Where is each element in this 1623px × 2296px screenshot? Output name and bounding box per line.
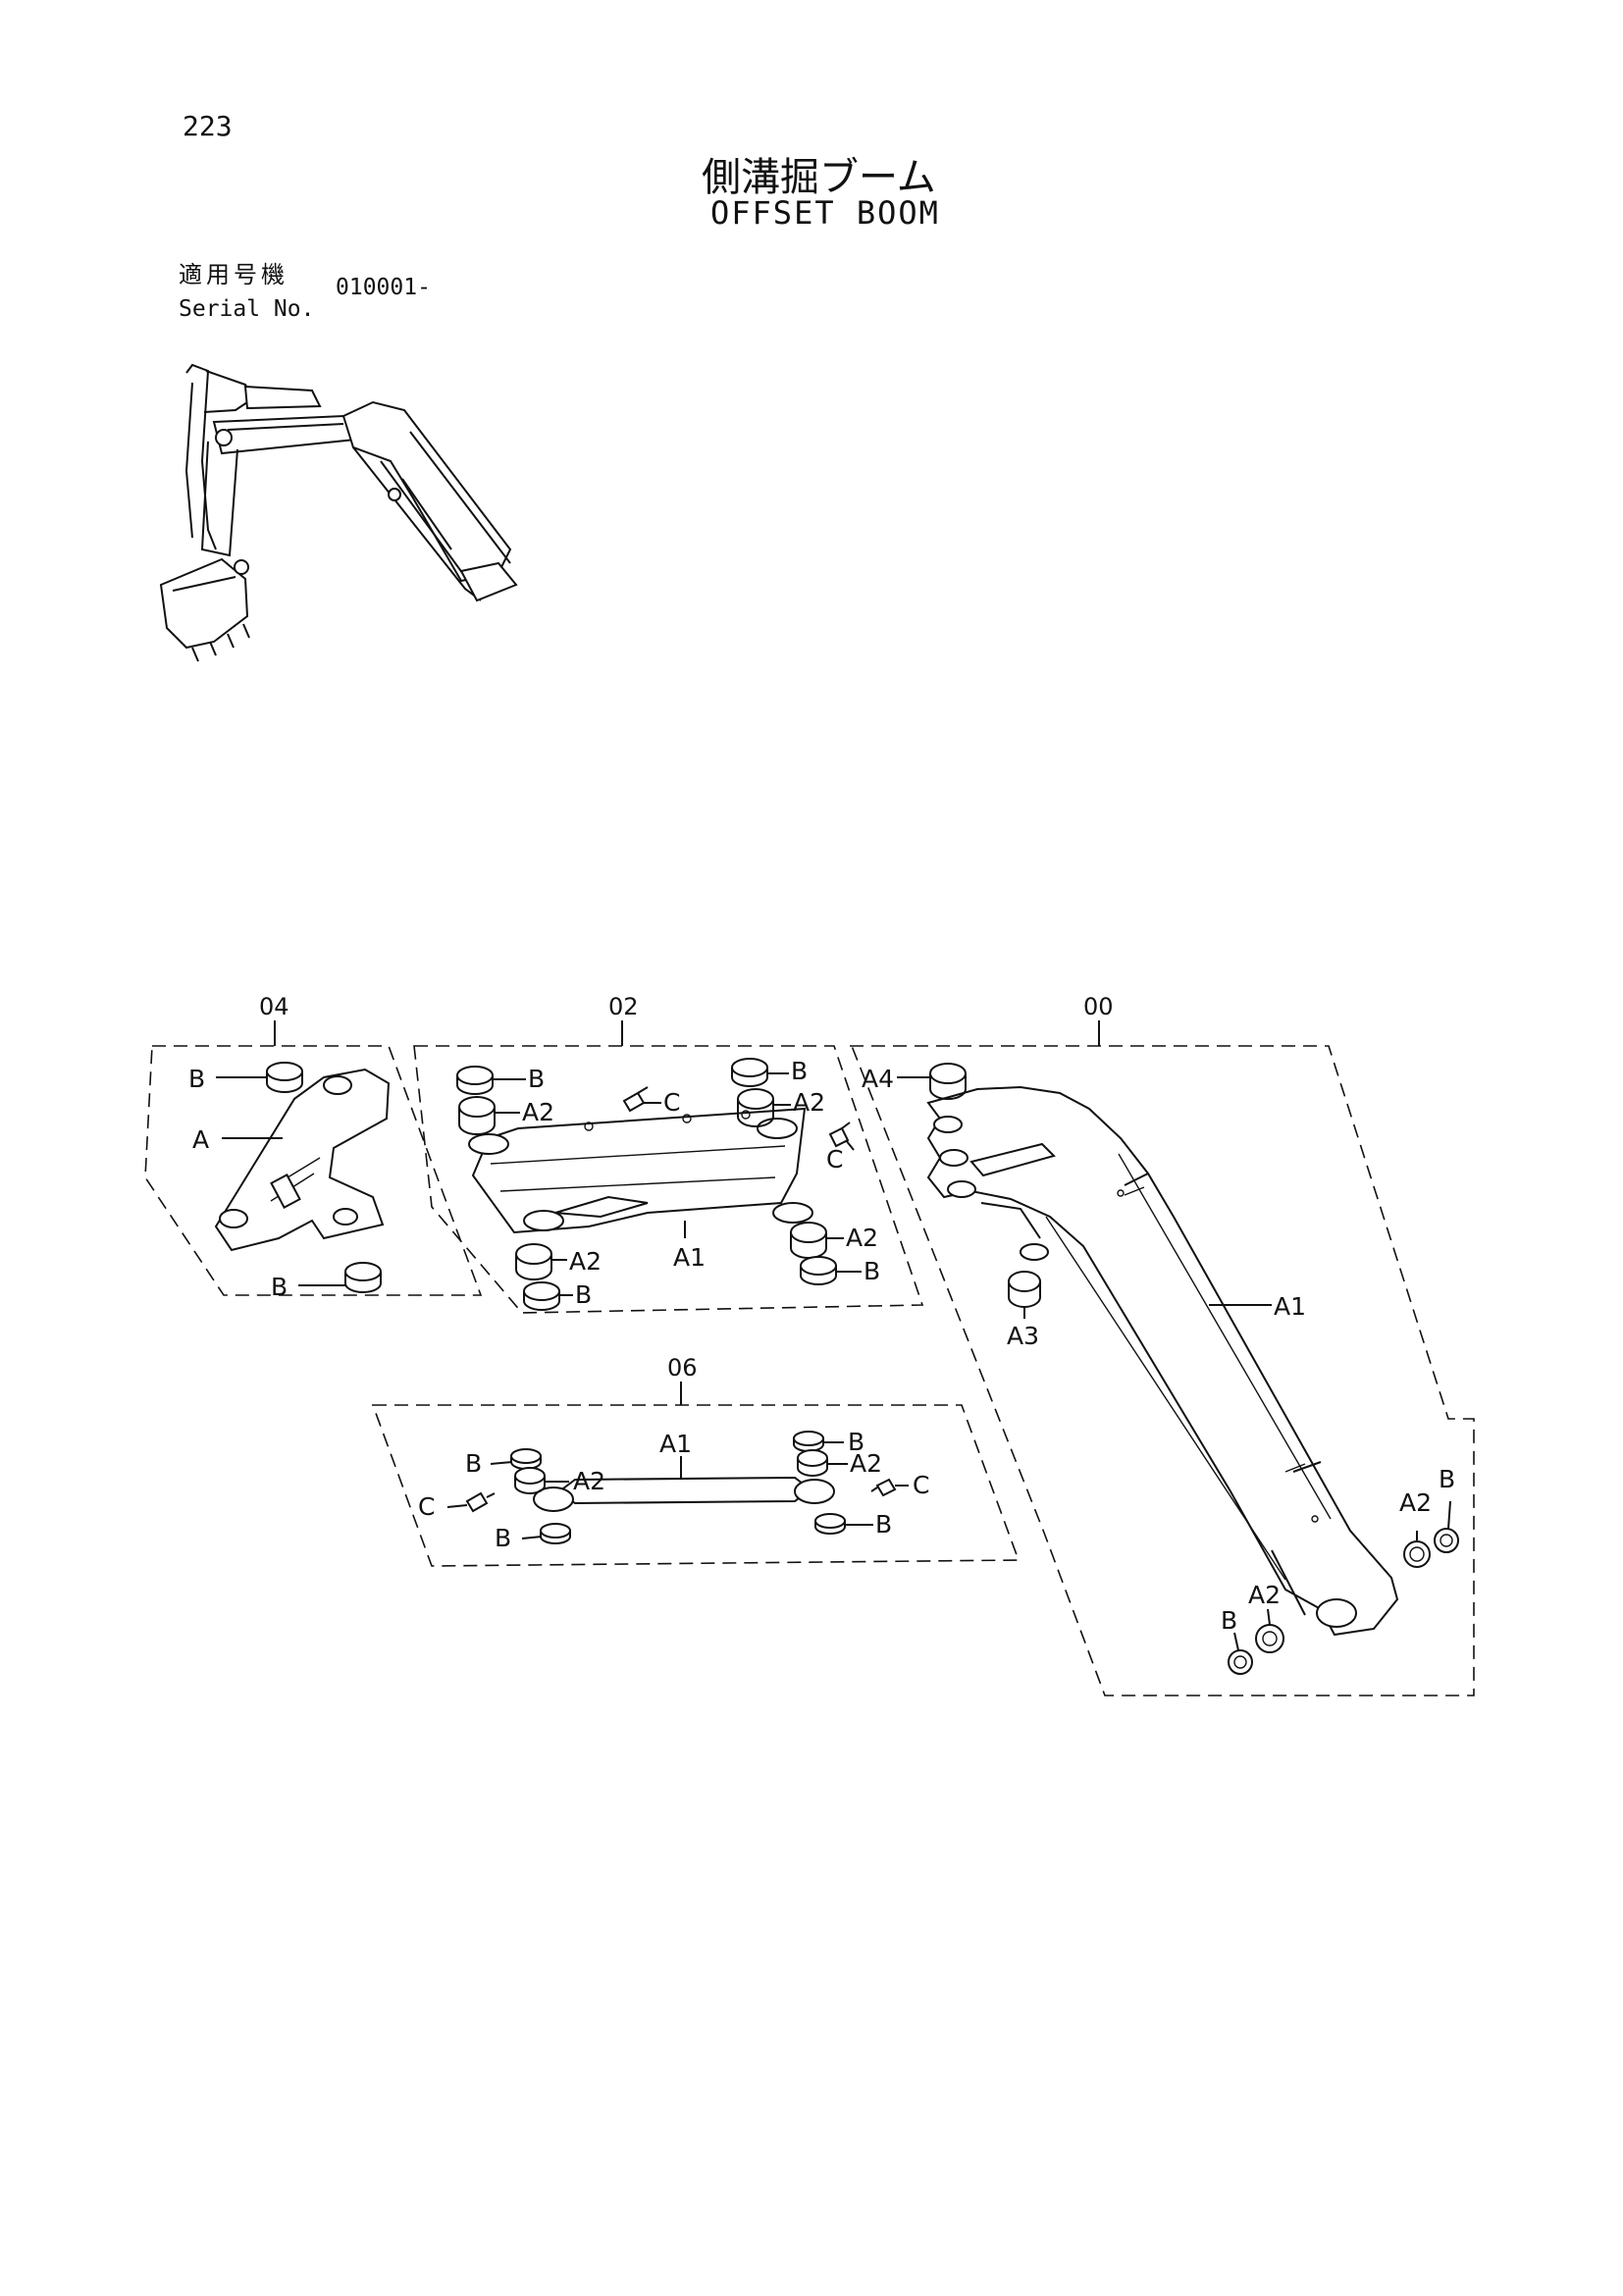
grease-fitting-06-c-right (870, 1478, 897, 1497)
serial-label-japanese: 適用号機 (179, 261, 288, 288)
offset-boom-part-a1 (926, 1085, 1399, 1637)
label-06-b-br: B (875, 1510, 892, 1539)
label-06-a2-tl: A2 (573, 1467, 605, 1495)
group-06-boundary (371, 1404, 1021, 1567)
label-06-b-tr: B (848, 1428, 864, 1456)
label-02-c-top: C (663, 1088, 680, 1117)
bushing-06-b-br (814, 1513, 846, 1535)
bushing-02-a2-br (790, 1222, 827, 1259)
group-04-number: 04 (259, 993, 289, 1020)
bushing-b-top (266, 1062, 303, 1093)
bushing-00-b-right (1434, 1528, 1459, 1553)
bushing-00-a2-bottom (1255, 1624, 1284, 1653)
label-02-a2-tl: A2 (522, 1098, 554, 1126)
machine-overview-illustration (159, 363, 518, 662)
bushing-00-a4 (929, 1063, 967, 1100)
label-04-b-top: B (188, 1065, 205, 1093)
label-00-a3: A3 (1007, 1322, 1039, 1350)
label-00-a2-right: A2 (1399, 1488, 1432, 1517)
bushing-02-a2-bl (515, 1243, 552, 1280)
group-00-boundary (850, 1045, 1475, 1696)
serial-label-english: Serial No. (179, 296, 315, 322)
label-02-a2-br: A2 (846, 1224, 878, 1252)
bushing-02-b-tr (731, 1058, 768, 1087)
bushing-00-b-bottom (1228, 1649, 1253, 1675)
label-02-b-bl: B (575, 1280, 592, 1309)
bushing-02-b-bl (523, 1281, 560, 1311)
group-00-number: 00 (1083, 993, 1114, 1020)
bushing-02-b-tl (456, 1066, 494, 1095)
group-04: 04 B A B (144, 993, 483, 1301)
label-04-a: A (192, 1125, 209, 1154)
label-06-a2-tr: A2 (850, 1449, 882, 1478)
group-02: 02 B A2 C (413, 993, 924, 1314)
label-06-c-left: C (418, 1492, 435, 1521)
label-06-b-bl: B (495, 1524, 511, 1552)
bushing-06-b-tl (510, 1448, 542, 1470)
grease-fitting-06-c-left (465, 1491, 496, 1513)
label-00-b-right: B (1439, 1465, 1455, 1493)
group-06: 06 B A2 C B A1 B A2 C B (371, 1354, 1021, 1567)
label-02-b-br: B (864, 1257, 880, 1285)
label-00-a1: A1 (1274, 1292, 1306, 1321)
label-02-b-tl: B (528, 1065, 545, 1093)
label-06-a1: A1 (659, 1430, 692, 1458)
page-title-japanese: 側溝掘ブーム (702, 155, 936, 200)
group-04-boundary (144, 1045, 483, 1296)
label-02-b-tr: B (791, 1057, 808, 1085)
serial-number-value: 010001- (336, 275, 431, 300)
group-02-boundary (413, 1045, 924, 1314)
bushing-06-a2-tr (797, 1449, 828, 1477)
bushing-06-b-bl (540, 1523, 571, 1544)
label-00-a2-bottom: A2 (1248, 1581, 1281, 1609)
label-02-a2-tr: A2 (793, 1088, 825, 1117)
label-02-a1: A1 (673, 1243, 706, 1272)
label-06-c-right: C (913, 1471, 929, 1499)
bushing-00-a2-right (1403, 1540, 1431, 1568)
grease-fitting-02-c-top (622, 1086, 649, 1113)
bushing-02-b-br (800, 1256, 837, 1285)
label-00-b-bottom: B (1221, 1606, 1237, 1635)
bushing-00-a3 (1008, 1271, 1041, 1308)
bracket-part-a (214, 1068, 391, 1252)
label-02-c-right: C (826, 1145, 843, 1174)
bushing-b-bottom (344, 1262, 382, 1293)
label-02-a2-bl: A2 (569, 1247, 602, 1276)
group-00: 00 A4 A1 A3 A2 B (850, 993, 1475, 1696)
group-02-number: 02 (608, 993, 639, 1020)
bushing-06-a2-tl (514, 1467, 546, 1494)
label-06-b-tl: B (465, 1449, 482, 1478)
page-title-english: OFFSET BOOM (710, 194, 940, 232)
bushing-02-a2-tr (737, 1088, 774, 1127)
bushing-06-b-tr (793, 1431, 824, 1452)
label-00-a4: A4 (862, 1065, 894, 1093)
page-number: 223 (183, 110, 233, 142)
grease-fitting-02-c-right (828, 1122, 851, 1148)
label-04-b-bottom: B (271, 1273, 288, 1301)
group-06-number: 06 (667, 1354, 698, 1382)
bushing-02-a2-tl (458, 1096, 496, 1135)
